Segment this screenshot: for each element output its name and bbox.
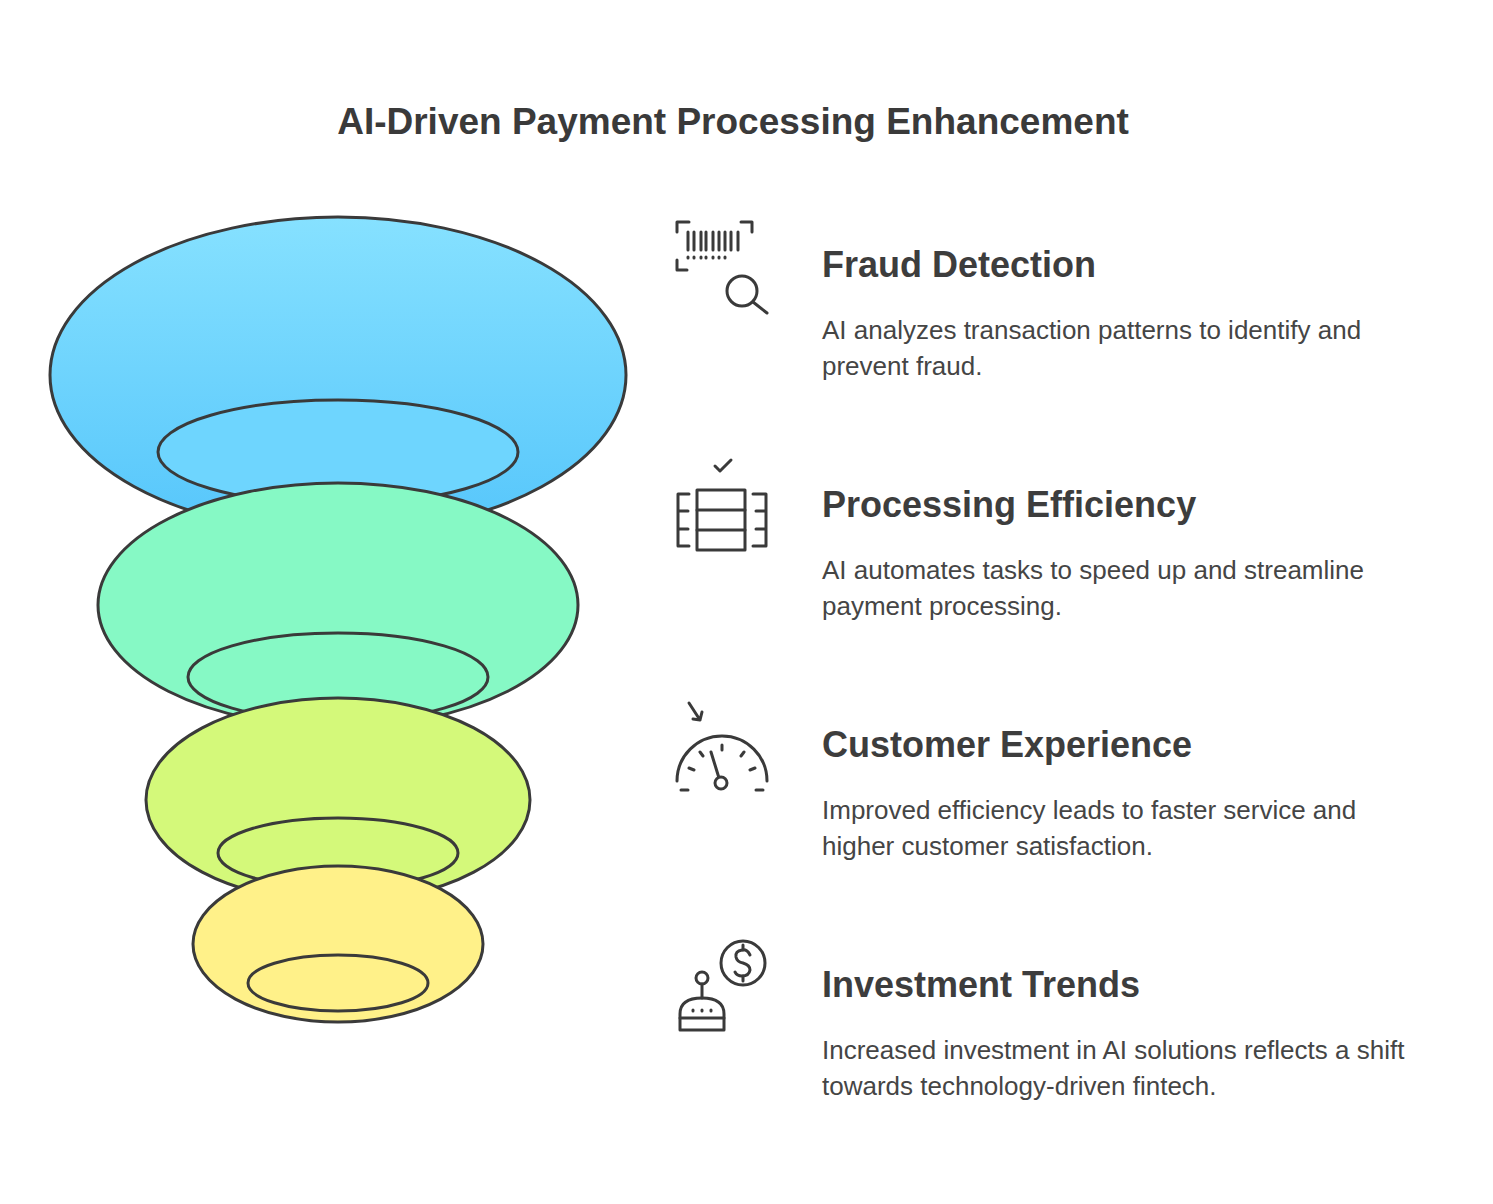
icon-stroke — [715, 460, 731, 471]
item-description: Improved efficiency leads to faster serv… — [822, 792, 1422, 864]
icon-stroke — [680, 1017, 724, 1020]
item-description: Increased investment in AI solutions ref… — [822, 1032, 1437, 1104]
icon-stroke — [677, 736, 767, 781]
funnel-layer-inner — [248, 955, 428, 1011]
item-heading: Processing Efficiency — [822, 483, 1196, 527]
icon-stroke — [697, 490, 745, 550]
item-heading: Investment Trends — [822, 963, 1140, 1007]
funnel-layer — [193, 866, 483, 1022]
funnel-layer — [98, 483, 578, 727]
icon-stroke — [753, 494, 766, 546]
icon-stroke — [677, 222, 689, 232]
gauge-icon — [677, 703, 767, 790]
icon-stroke — [696, 972, 708, 984]
diagram-title: AI-Driven Payment Processing Enhancement — [233, 100, 1233, 144]
server-icon — [678, 460, 766, 550]
icon-stroke — [753, 302, 767, 313]
icon-stroke — [741, 222, 752, 232]
icon-stroke — [701, 984, 704, 998]
icon-stroke — [689, 745, 755, 770]
item-description: AI analyzes transaction patterns to iden… — [822, 312, 1422, 384]
icon-stroke — [697, 510, 745, 530]
item-heading: Customer Experience — [822, 723, 1192, 767]
funnel-stack — [50, 217, 626, 1022]
item-heading: Fraud Detection — [822, 243, 1096, 287]
icon-stroke — [711, 752, 719, 778]
icon-stroke — [689, 703, 702, 720]
icon-stroke — [688, 257, 725, 258]
icon-stroke — [680, 998, 724, 1030]
item-description: AI automates tasks to speed up and strea… — [822, 552, 1412, 624]
robot-dollar-icon — [680, 941, 765, 1030]
icon-stroke — [678, 494, 689, 546]
icon-stroke — [735, 950, 750, 976]
icon-stroke — [721, 941, 765, 985]
icon-stroke — [681, 789, 763, 792]
icon-stroke — [688, 232, 738, 250]
scanner-icon — [677, 222, 767, 313]
icon-stroke — [715, 777, 727, 789]
icon-stroke — [693, 1010, 711, 1011]
icon-stroke — [742, 945, 745, 981]
icon-stroke — [677, 260, 687, 270]
